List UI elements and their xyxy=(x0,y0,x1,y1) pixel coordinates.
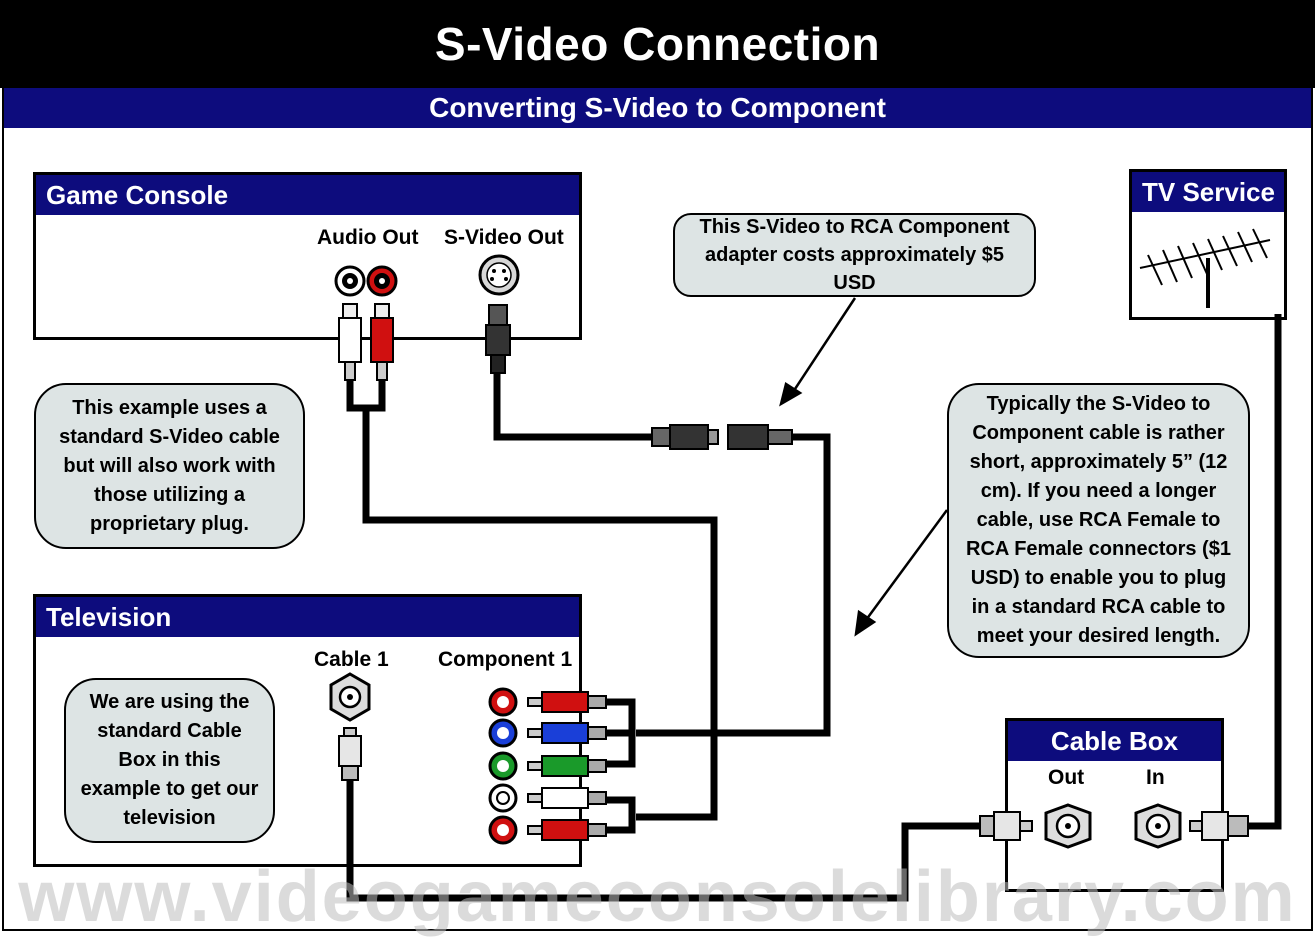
cable-box-title: Cable Box xyxy=(1008,721,1221,761)
antenna-icon xyxy=(1139,228,1271,308)
cable-box-out-label: Out xyxy=(1048,766,1085,789)
component1-label: Component 1 xyxy=(438,648,573,671)
cable-box-out-jack xyxy=(1044,803,1092,849)
component-red-audio-plug xyxy=(527,819,607,841)
cable1-label: Cable 1 xyxy=(314,648,389,671)
television-title: Television xyxy=(36,597,579,637)
audio-red-plug xyxy=(370,303,394,381)
component-blue-plug xyxy=(527,722,607,744)
page-title: S-Video Connection xyxy=(0,0,1315,88)
cable-note-arrow xyxy=(864,509,949,621)
coax-plug-tv xyxy=(338,727,362,781)
watermark: www.videogameconsolelibrary.com xyxy=(18,857,1297,937)
svideo-male-adapter-plug xyxy=(651,424,719,450)
audio-out-label: Audio Out xyxy=(317,226,419,249)
svideo-plug xyxy=(485,304,511,374)
coax-cable-antenna xyxy=(1248,314,1282,830)
cable-box-in-jack xyxy=(1134,803,1182,849)
component-fanin xyxy=(606,698,636,834)
svideo-female-adapter xyxy=(727,424,793,450)
coax-plug-box-in xyxy=(1189,811,1249,841)
audio-cable xyxy=(346,380,718,821)
cable-length-note: Typically the S-Video to Component cable… xyxy=(947,383,1250,658)
svideo-cable xyxy=(493,372,652,441)
component-red-plug xyxy=(527,691,607,713)
page-subtitle: Converting S-Video to Component xyxy=(4,88,1311,128)
cable-box-in-label: In xyxy=(1146,766,1165,789)
tv-service-title: TV Service xyxy=(1132,172,1284,212)
example-note: This example uses a standard S-Video cab… xyxy=(34,383,305,549)
audio-out-white-jack xyxy=(334,265,366,297)
cable1-jack xyxy=(329,672,371,722)
adapter-cable xyxy=(636,433,831,737)
adapter-arrow xyxy=(791,297,857,393)
svideo-out-jack xyxy=(478,254,520,296)
game-console-title: Game Console xyxy=(36,175,579,215)
component-white-plug xyxy=(527,787,607,809)
component-green-plug xyxy=(527,755,607,777)
audio-out-red-jack xyxy=(366,265,398,297)
cable-box: Cable Box xyxy=(1005,718,1224,892)
svideo-out-label: S-Video Out xyxy=(444,226,564,249)
adapter-note: This S-Video to RCA Component adapter co… xyxy=(673,213,1036,297)
coax-cable-tv xyxy=(346,780,980,902)
audio-white-plug xyxy=(338,303,362,381)
cable-box-note: We are using the standard Cable Box in t… xyxy=(64,678,275,843)
coax-plug-box-out xyxy=(979,811,1033,841)
